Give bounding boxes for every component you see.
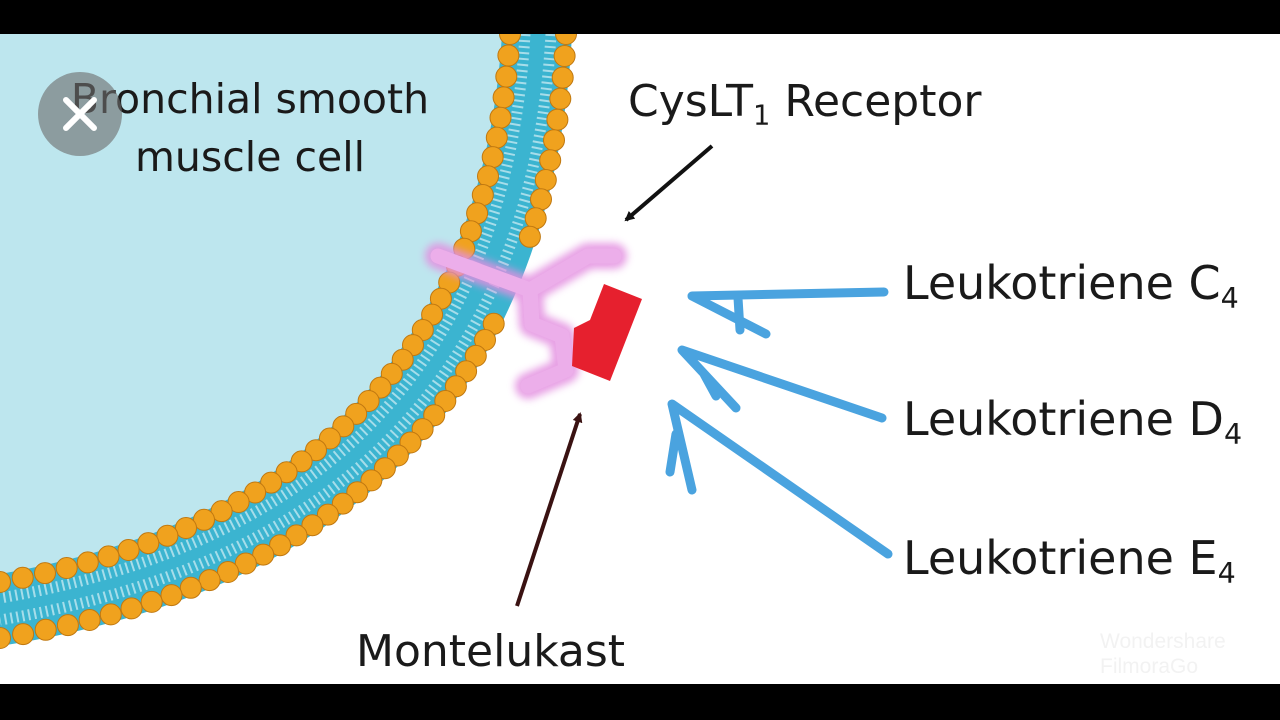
lipid-head: [120, 597, 143, 620]
montelukast-label: Montelukast: [356, 626, 626, 677]
lipid-head: [485, 126, 508, 149]
lipid-head: [555, 34, 577, 45]
lipid-tails-inner: [0, 34, 531, 604]
lipid-head: [301, 514, 324, 537]
lipid-head: [0, 627, 11, 649]
lipid-head: [471, 184, 494, 206]
lipid-head: [156, 524, 179, 547]
leukotriene-d4-label: Leukotriene D4: [903, 392, 1242, 449]
lipid-head: [217, 561, 239, 583]
lipid-head: [316, 503, 339, 526]
lipid-head: [12, 623, 35, 646]
receptor-label: CysLT1 Receptor: [628, 76, 982, 130]
watermark: Wondershare FilmoraGo: [1030, 626, 1280, 684]
lipid-head: [56, 614, 79, 637]
lipid-head: [495, 65, 518, 88]
lipid-head: [99, 603, 122, 626]
lipid-head: [175, 517, 197, 539]
membrane-diagram: [0, 34, 893, 649]
lipid-head: [234, 552, 257, 575]
lte4-subscript: 4: [1217, 557, 1236, 591]
lipid-head: [260, 471, 283, 494]
lipid-head: [11, 566, 34, 589]
receptor-subscript: 1: [753, 100, 771, 132]
montelukast-block: [572, 284, 642, 381]
lipid-head: [553, 45, 576, 67]
lipid-head: [34, 562, 56, 585]
lipid-head: [55, 557, 78, 579]
receptor-pointer-arrow: [624, 144, 714, 222]
lipid-head: [543, 129, 565, 152]
lipid-head: [137, 532, 160, 555]
lipid-head: [346, 481, 369, 504]
lipid-head: [489, 106, 512, 129]
watermark-text: Wondershare FilmoraGo: [1100, 629, 1226, 679]
ltd4-text: Leukotriene D: [903, 392, 1224, 446]
lipid-head: [140, 590, 163, 613]
lipid-head: [227, 491, 250, 513]
lte4-text: Leukotriene E: [903, 531, 1218, 585]
montelukast-pointer-arrow: [515, 412, 583, 607]
lipid-head: [331, 492, 354, 515]
lipid-head: [0, 571, 11, 593]
leukotriene-e4-label: Leukotriene E4: [903, 531, 1236, 588]
lipid-head: [546, 108, 569, 131]
filmorago-logo-icon: [1030, 629, 1086, 684]
lipid-head: [78, 609, 101, 631]
cell-label-line-2: muscle cell: [134, 133, 366, 181]
lipid-head: [179, 576, 202, 599]
lipid-head: [497, 44, 520, 67]
lipid-head: [34, 618, 57, 641]
lipid-head: [360, 469, 383, 492]
ltc4-text: Leukotriene C: [903, 256, 1221, 310]
cell-label-line-1: Bronchial smooth: [70, 75, 430, 123]
ltc4-arrow: [687, 287, 889, 339]
lipid-head: [534, 169, 557, 191]
lipid-head: [210, 500, 233, 523]
lipid-head: [477, 165, 499, 188]
lipid-head: [198, 569, 221, 592]
cell-label: Bronchial smooth muscle cell: [45, 70, 455, 186]
lipid-head: [499, 34, 521, 45]
lipid-head: [524, 207, 547, 230]
ltc4-subscript: 4: [1220, 282, 1239, 316]
receptor-name: CysLT: [628, 76, 754, 127]
lipid-head: [269, 534, 292, 557]
lipid-head: [551, 66, 574, 89]
receptor-suffix: Receptor: [770, 76, 982, 127]
lipid-head: [244, 481, 267, 504]
lipid-head: [117, 539, 140, 561]
leukotriene-c4-label: Leukotriene C4: [903, 256, 1239, 313]
lipid-head: [518, 225, 541, 248]
lipid-head: [160, 584, 183, 607]
lipid-head: [97, 545, 120, 568]
close-icon: [63, 97, 97, 131]
ltd4-arrow: [677, 345, 887, 423]
lipid-head: [290, 450, 313, 473]
cell-interior: [0, 34, 540, 599]
lipid-head: [193, 508, 215, 531]
ltd4-subscript: 4: [1223, 418, 1243, 452]
lipid-head: [492, 86, 515, 109]
close-button[interactable]: [38, 72, 122, 156]
lipid-head: [481, 146, 504, 169]
lipid-head: [285, 524, 308, 547]
lipid-head: [549, 87, 572, 110]
watermark-line-2: FilmoraGo: [1100, 655, 1199, 678]
lipid-head: [530, 188, 552, 211]
lipid-head: [539, 149, 562, 172]
lipid-head: [76, 551, 99, 574]
lipid-head: [275, 461, 298, 484]
video-frame: Bronchial smooth muscle cell CysLT1 Rece…: [0, 34, 1280, 684]
lipid-head: [252, 543, 275, 566]
cyslt1-receptor-shape: [425, 243, 627, 399]
lipid-heads-outer: [0, 34, 577, 649]
watermark-line-1: Wondershare: [1100, 630, 1226, 653]
lte4-arrow: [665, 399, 893, 559]
